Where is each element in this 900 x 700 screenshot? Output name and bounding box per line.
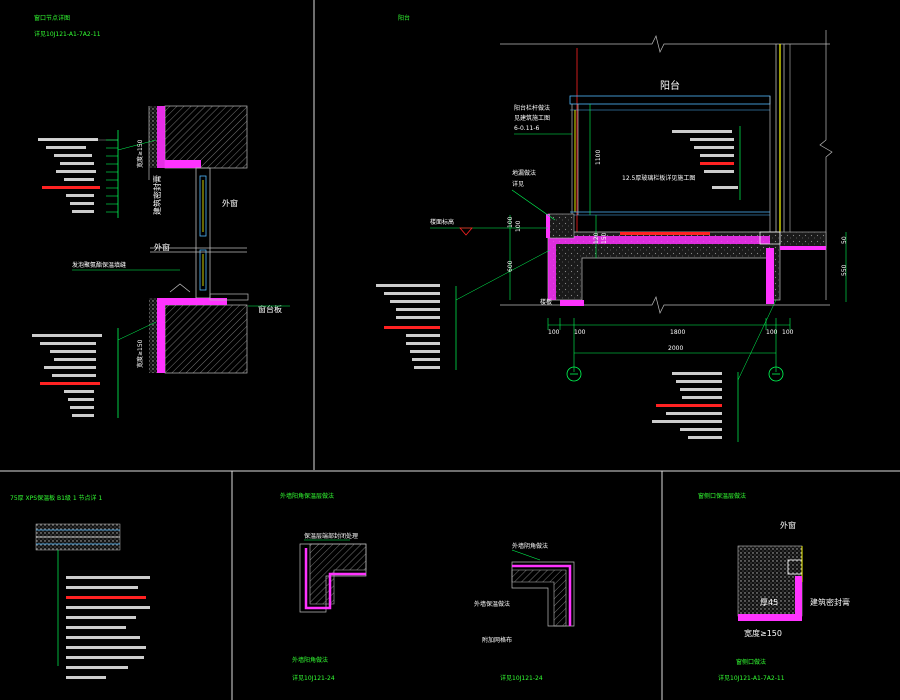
panel3-title: 75厚 XPS保温板 B1级 1 节点详 1: [10, 494, 102, 502]
panel6-window: 外窗: [780, 520, 796, 530]
window-side-section: [737, 545, 803, 621]
panel-external-corner[interactable]: 外墙阳角保温层做法 保温层端部封闭处理 外墙阳角做法 详见10J121-24: [280, 492, 367, 682]
slab-label: 楼板: [540, 298, 552, 306]
rail-note-2: 见建筑施工图: [514, 114, 550, 122]
balcony-railing: [569, 95, 771, 232]
panel1-title: 窗口节点详图: [34, 14, 70, 22]
slab-note-block-left: [376, 249, 551, 370]
dim-h2: 100: [507, 216, 514, 228]
dim-total: 2000: [668, 345, 683, 352]
panel-window-node[interactable]: 窗口节点详图 详见10J121-A1-7A2-11: [32, 14, 290, 418]
lower-dim-label: 宽度≥150: [136, 339, 144, 368]
rail-note-1: 阳台栏杆做法: [514, 104, 550, 112]
panel1-ref: 详见10J121-A1-7A2-11: [34, 30, 101, 38]
window-frame: [150, 167, 247, 299]
panel5-label-a: 外墙保温做法: [474, 600, 510, 608]
panel6-ref: 详见10J121-A1-7A2-11: [718, 674, 785, 682]
balcony-slab: [546, 213, 827, 306]
right-wall-glazing: [775, 44, 791, 232]
panel6-thk: 厚45: [760, 598, 778, 607]
xps-note-block: [66, 576, 150, 679]
dim-b4: 100: [766, 329, 778, 336]
break-line-icon: [500, 30, 833, 315]
dim-b1: 100: [548, 329, 560, 336]
panel5-ref: 详见10J121-24: [500, 674, 543, 682]
label-foam: 发泡聚氨酯保温填缝: [72, 261, 126, 269]
panel6-sealant: 建筑密封膏: [810, 597, 850, 607]
dim-b5: 100: [782, 329, 794, 336]
panel5-title: 外墙阴角做法: [512, 542, 548, 550]
dim-h6: 150: [601, 232, 608, 244]
dim-h1: 1100: [595, 150, 602, 165]
dim-h7: 550: [841, 264, 848, 276]
drain-note-2: 详见: [512, 180, 524, 188]
xps-layer-stack: [35, 523, 121, 666]
label-inner-frame: 外窗: [154, 242, 170, 252]
lower-wall-section: [149, 283, 249, 374]
label-exterior-window: 外窗: [222, 198, 238, 208]
panel4-ref: 详见10J121-24: [292, 674, 335, 682]
dim-h3: 600: [507, 260, 514, 272]
dim-b2: 100: [574, 329, 586, 336]
axis-circle-icon: [768, 366, 784, 382]
panel6-dim: 宽度≥150: [744, 628, 782, 638]
lower-note-block: [32, 321, 157, 418]
panel6-title: 窗侧口保温层做法: [698, 492, 746, 500]
panel4-title: 外墙阳角保温层做法: [280, 492, 334, 500]
slab-note-block-bottom: [652, 299, 777, 442]
glass-note: 12.5厚玻璃栏板详见施工图: [622, 174, 695, 182]
dim-h5: 120: [593, 232, 600, 244]
panel-window-side[interactable]: 窗侧口保温层做法 外窗 建筑密封膏 厚45 宽度≥150 窗侧口做法 详见10J…: [698, 492, 850, 682]
panel6-caption: 窗侧口做法: [736, 658, 766, 666]
external-corner-section: [299, 543, 367, 613]
rail-note-3: 6-0.11-6: [514, 125, 540, 132]
level-label: 楼面标高: [430, 218, 454, 226]
label-sealant: 建筑密封膏: [152, 175, 162, 215]
panel5-label-b: 附加网格布: [482, 636, 512, 644]
axis-circle-icon: [566, 366, 582, 382]
balcony-label: 阳台: [660, 79, 680, 92]
elevation-triangle-icon: [459, 227, 473, 236]
upper-wall-section: [148, 105, 248, 180]
panel4-label-a: 保温层端部封闭处理: [304, 532, 358, 540]
drain-leader: [511, 189, 556, 221]
upper-dim-label: 宽度≥150: [136, 139, 144, 168]
dim-h4: 100: [515, 220, 522, 232]
panel4-caption: 外墙阳角做法: [292, 656, 328, 664]
vertical-dimensions: [509, 104, 847, 302]
dim-h8: 50: [841, 236, 848, 244]
balcony-note-block-right: [672, 126, 741, 200]
horizontal-dimensions: [547, 318, 791, 372]
internal-corner-section: [511, 561, 575, 627]
upper-note-block: [38, 130, 157, 218]
panel-internal-corner[interactable]: 外墙阴角做法 外墙保温做法 附加网格布 详见10J121-24: [474, 542, 575, 682]
drain-note-1: 地漏做法: [512, 169, 536, 177]
dim-b3: 1800: [670, 329, 685, 336]
panel-balcony[interactable]: 阳台 阳台: [376, 14, 848, 442]
panel-xps-layers[interactable]: 75厚 XPS保温板 B1级 1 节点详 1: [10, 494, 150, 679]
panel2-title: 阳台: [398, 14, 410, 22]
label-sill-board: 窗台板: [258, 304, 282, 314]
